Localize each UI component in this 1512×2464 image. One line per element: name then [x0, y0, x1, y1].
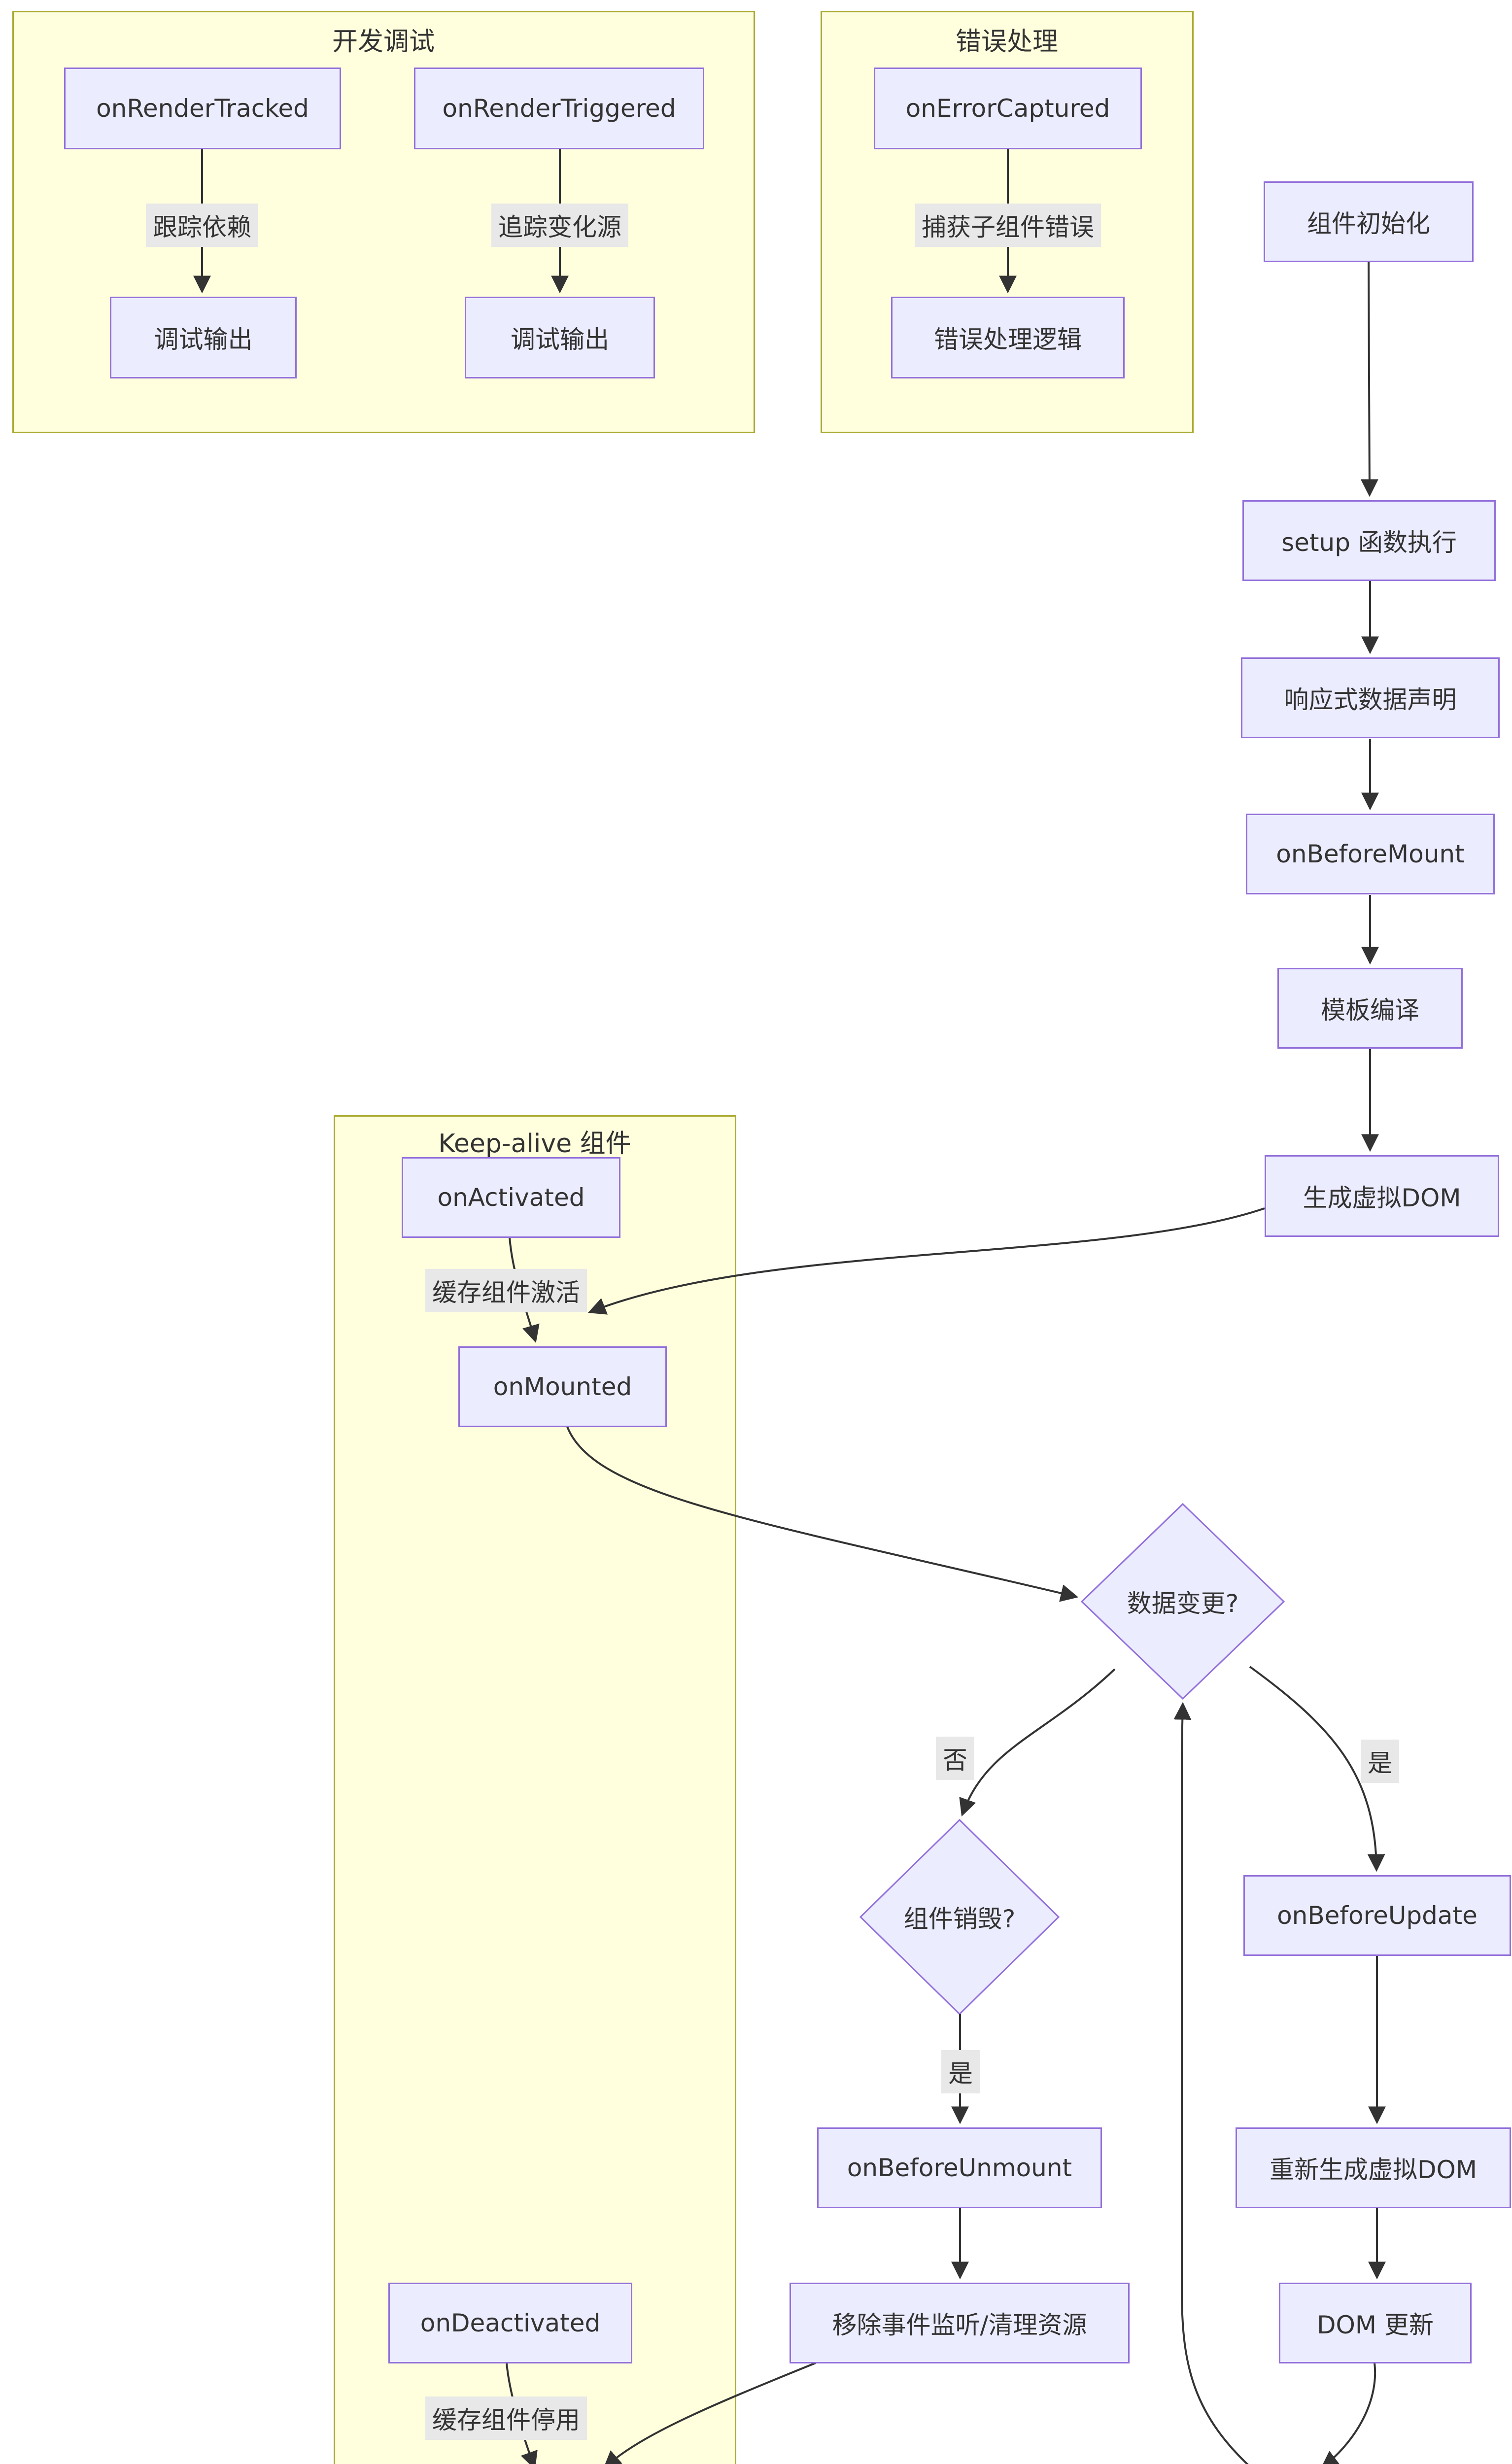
node-onBeforeMount: onBeforeMount — [1246, 814, 1495, 894]
edge-label-capture-error: 捕获子组件错误 — [915, 204, 1101, 247]
edge-label-track-dependency: 跟踪依赖 — [146, 204, 258, 247]
node-onRenderTriggered: onRenderTriggered — [414, 68, 704, 149]
edge-dataChanged-no-to-destroyed — [959, 1668, 1116, 1817]
edge-label-cache-activate: 缓存组件激活 — [425, 1269, 587, 1312]
edge-domUpdate-to-onUpdated — [1320, 2362, 1376, 2464]
node-component-init: 组件初始化 — [1264, 181, 1474, 262]
node-onMounted: onMounted — [458, 1346, 667, 1427]
node-cleanup-resources: 移除事件监听/清理资源 — [790, 2283, 1130, 2363]
edge-label-no: 否 — [936, 1737, 974, 1780]
edge-dataChanged-yes-to-onBeforeUpdate — [1249, 1666, 1385, 1872]
node-template-compile: 模板编译 — [1277, 968, 1463, 1049]
cluster-dev-debug-title: 开发调试 — [332, 27, 435, 57]
diamond-data-changed — [1080, 1503, 1285, 1700]
edge-init-to-setup — [1360, 262, 1378, 497]
node-onActivated: onActivated — [402, 1157, 620, 1238]
node-dom-update: DOM 更新 — [1279, 2283, 1472, 2363]
cluster-keep-alive-title: Keep-alive 组件 — [438, 1129, 631, 1159]
node-error-logic: 错误处理逻辑 — [891, 297, 1125, 378]
diamond-component-destroyed-label: 组件销毁? — [903, 1905, 1016, 1933]
node-setup-exec: setup 函数执行 — [1242, 500, 1496, 581]
node-generate-vdom: 生成虚拟DOM — [1265, 1155, 1499, 1237]
node-onBeforeUnmount: onBeforeUnmount — [817, 2127, 1102, 2208]
node-debug-output-2: 调试输出 — [465, 297, 655, 378]
node-debug-output-1: 调试输出 — [110, 297, 297, 378]
edge-label-trace-source: 追踪变化源 — [491, 204, 628, 247]
edge-onUpdated-to-dataChanged — [1173, 1702, 1249, 2464]
node-onRenderTracked: onRenderTracked — [64, 68, 341, 149]
edge-label-cache-deactivate: 缓存组件停用 — [425, 2396, 587, 2440]
edge-label-yes-update: 是 — [1361, 1740, 1399, 1783]
edge-label-yes-destroy: 是 — [941, 2050, 980, 2093]
diamond-data-changed-label: 数据变更? — [1127, 1589, 1239, 1618]
node-onDeactivated: onDeactivated — [388, 2283, 632, 2363]
cluster-error-handling-title: 错误处理 — [955, 27, 1059, 57]
edge-cleanup-to-onUnmounted — [603, 2362, 816, 2464]
node-onBeforeUpdate: onBeforeUpdate — [1243, 1875, 1511, 1956]
edge-vdom-to-onMounted — [587, 1207, 1265, 1315]
edge-onMounted-to-dataChanged — [566, 1426, 1079, 1602]
node-regenerate-vdom: 重新生成虚拟DOM — [1236, 2127, 1511, 2208]
node-onErrorCaptured: onErrorCaptured — [874, 68, 1142, 149]
node-reactive-data: 响应式数据声明 — [1241, 657, 1500, 738]
